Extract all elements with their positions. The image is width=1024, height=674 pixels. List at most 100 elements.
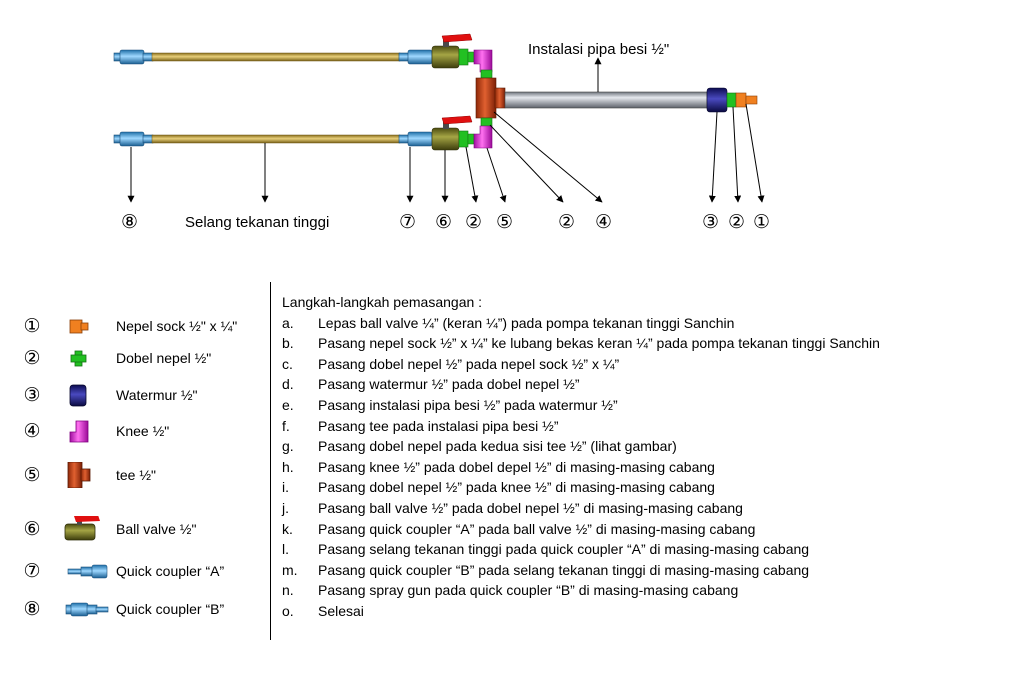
step-letter: c.	[282, 355, 293, 372]
quick-coupler-b-lower	[113, 131, 154, 147]
step-letter: n.	[282, 582, 294, 599]
legend-number: ④	[23, 420, 41, 442]
step-item: b. Pasang nepel sock ½” x ¼” ke lubang be…	[282, 333, 880, 354]
step-item: h. Pasang knee ½” pada dobel depel ½” di …	[282, 457, 880, 478]
step-text: Pasang dobel nepel pada kedua sisi tee ½…	[318, 438, 677, 455]
step-text: Pasang selang tekanan tinggi pada quick …	[318, 541, 810, 558]
lower-branch	[113, 115, 493, 151]
step-item: l. Pasang selang tekanan tinggi pada quic…	[282, 539, 880, 560]
callout-5: ⑤	[496, 211, 513, 233]
watermur-icon	[69, 384, 87, 407]
legend-number: ⑤	[23, 464, 41, 486]
high-pressure-hose-upper	[151, 52, 401, 62]
dobel-nepel-upper	[458, 48, 469, 66]
step-letter: j.	[282, 499, 289, 516]
nepel-sock-icon	[69, 319, 89, 334]
step-letter: i.	[282, 479, 289, 496]
step-text: Pasang spray gun pada quick coupler “B” …	[318, 582, 739, 599]
step-text: Pasang instalasi pipa besi ½” pada water…	[318, 396, 618, 413]
step-text: Lepas ball valve ¼” (keran ¼”) pada pomp…	[318, 314, 735, 331]
step-letter: g.	[282, 438, 294, 455]
step-text: Pasang watermur ½” pada dobel nepel ½”	[318, 376, 580, 393]
legend-number: ⑦	[23, 560, 41, 582]
ball-valve-lower	[431, 115, 473, 151]
step-item: o. Selesai	[282, 601, 880, 622]
callout-2-knee: ②	[465, 211, 482, 233]
step-letter: h.	[282, 458, 294, 475]
legend-label: Dobel nepel ½"	[116, 350, 212, 366]
knee-lower	[473, 125, 493, 149]
tee	[475, 77, 497, 119]
legend-number: ③	[23, 384, 41, 406]
legend-number: ⑥	[23, 518, 41, 540]
callout-3: ③	[702, 211, 719, 233]
step-letter: m.	[282, 561, 298, 578]
callout-2-main: ②	[728, 211, 745, 233]
legend-label: Quick coupler “A”	[116, 563, 225, 579]
high-pressure-hose-lower	[151, 134, 401, 144]
step-text: Pasang quick coupler “B” pada selang tek…	[318, 561, 810, 578]
legend-label: Ball valve ½"	[116, 521, 197, 537]
step-item: f. Pasang tee pada instalasi pipa besi ½”	[282, 416, 880, 437]
step-item: e. Pasang instalasi pipa besi ½” pada wat…	[282, 395, 880, 416]
knee-upper	[473, 49, 493, 73]
step-text: Pasang quick coupler “A” pada ball valve…	[318, 520, 756, 537]
step-letter: a.	[282, 314, 294, 331]
step-letter: k.	[282, 520, 293, 537]
ball-valve-upper	[431, 33, 473, 69]
callout-6: ⑥	[435, 211, 452, 233]
nepel-sock	[735, 92, 747, 108]
step-item: c. Pasang dobel nepel ½” pada nepel sock …	[282, 354, 880, 375]
steps-title: Langkah-langkah pemasangan :	[282, 294, 483, 310]
step-text: Selesai	[318, 602, 364, 619]
upper-branch	[113, 33, 493, 79]
step-item: m. Pasang quick coupler “B” pada selang t…	[282, 560, 880, 581]
quick-coupler-a-upper	[398, 49, 433, 65]
step-letter: l.	[282, 541, 289, 558]
step-letter: f.	[282, 417, 290, 434]
step-item: g. Pasang dobel nepel pada kedua sisi tee…	[282, 436, 880, 457]
tee-icon	[67, 462, 91, 488]
step-text: Pasang nepel sock ½” x ¼” ke lubang beka…	[318, 335, 880, 352]
callout-1: ①	[753, 211, 770, 233]
hose-label: Selang tekanan tinggi	[185, 214, 329, 231]
step-item: n. Pasang spray gun pada quick coupler “B…	[282, 580, 880, 601]
section-divider	[270, 282, 271, 640]
callout-8: ⑧	[121, 211, 138, 233]
step-letter: e.	[282, 396, 294, 413]
callout-arrows	[127, 57, 765, 203]
dobel-nepel-lower	[458, 130, 469, 148]
tee-assembly	[475, 77, 758, 127]
main-iron-pipe	[504, 91, 708, 109]
step-text: Pasang ball valve ½” pada dobel nepel ½”…	[318, 499, 743, 516]
step-text: Pasang knee ½” pada dobel depel ½” di ma…	[318, 458, 715, 475]
step-text: Pasang dobel nepel ½” pada nepel sock ½”…	[318, 355, 620, 372]
step-text: Pasang tee pada instalasi pipa besi ½”	[318, 417, 559, 434]
dobel-nepel-icon	[70, 350, 87, 367]
ball-valve-icon	[64, 516, 100, 541]
legend-number: ①	[23, 315, 41, 337]
step-letter: b.	[282, 335, 294, 352]
quick-coupler-a-icon	[67, 564, 108, 579]
pipe-installation-label: Instalasi pipa besi ½"	[528, 41, 669, 58]
quick-coupler-a-lower	[398, 131, 433, 147]
step-letter: d.	[282, 376, 294, 393]
legend-number: ②	[23, 347, 41, 369]
step-item: j. Pasang ball valve ½” pada dobel nepel …	[282, 498, 880, 519]
legend-label: Knee ½"	[116, 423, 170, 439]
callout-7: ⑦	[399, 211, 416, 233]
callout-4: ④	[595, 211, 612, 233]
legend-label: tee ½"	[116, 467, 156, 483]
step-letter: o.	[282, 602, 294, 619]
installation-steps: Langkah-langkah pemasangan : a. Lepas bal…	[282, 292, 880, 622]
step-item: i. Pasang dobel nepel ½” pada knee ½” di …	[282, 477, 880, 498]
step-item: k. Pasang quick coupler “A” pada ball val…	[282, 519, 880, 540]
legend-label: Quick coupler “B”	[116, 601, 225, 617]
step-list: a. Lepas ball valve ¼” (keran ¼”) pada po…	[282, 313, 880, 622]
step-item: d. Pasang watermur ½” pada dobel nepel ½”	[282, 374, 880, 395]
legend-label: Nepel sock ½" x ¼"	[116, 318, 238, 334]
watermur	[706, 87, 728, 113]
step-text: Pasang dobel nepel ½” pada knee ½” di ma…	[318, 479, 715, 496]
dobel-nepel-main	[726, 92, 737, 108]
